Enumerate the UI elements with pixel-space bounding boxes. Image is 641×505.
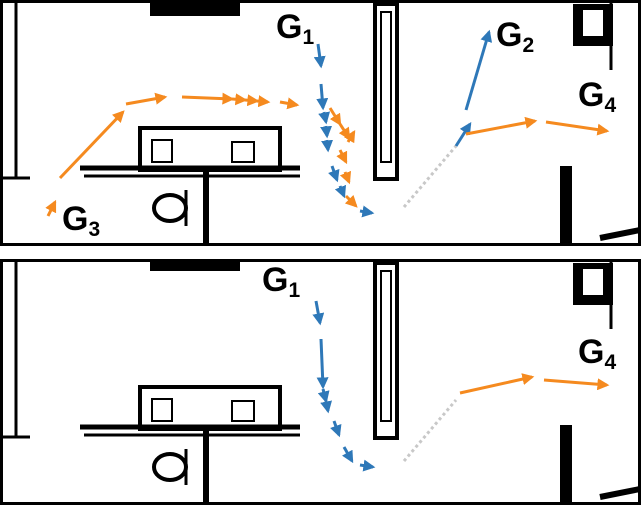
blue-trajectory	[313, 29, 493, 218]
floorplan-walls	[0, 0, 641, 246]
top-floorplan: G1 G2 G3 G4	[0, 0, 641, 246]
top-panel: G1 G2 G3 G4	[0, 0, 641, 246]
bottom-floorplan: G1 G4	[0, 259, 641, 505]
orange-trajectory	[45, 92, 610, 217]
goal-label-g2: G2	[496, 16, 534, 57]
bottom-panel: G1 G4	[0, 259, 641, 505]
goal-label-g4: G4	[578, 76, 616, 117]
goal-label-g1: G1	[276, 8, 314, 49]
panel-gap	[0, 246, 641, 259]
orange-trajectory	[459, 373, 610, 395]
blue-trajectory	[312, 300, 376, 472]
goal-label-g3: G3	[62, 200, 100, 241]
observed-trajectory	[402, 399, 458, 462]
goal-label-g1: G1	[262, 261, 300, 302]
observed-trajectory	[402, 145, 458, 208]
floorplan-walls	[0, 259, 641, 505]
goal-label-g4: G4	[578, 333, 616, 374]
